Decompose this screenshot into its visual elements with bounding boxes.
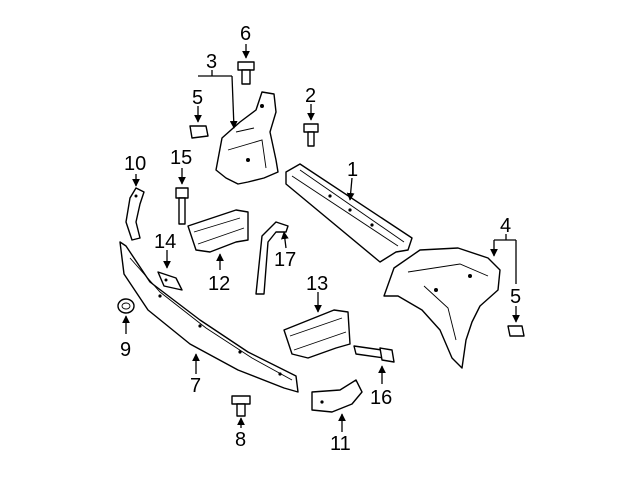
part-3-left-bracket — [215, 91, 279, 185]
part-7-reinforcement-bar — [119, 241, 299, 393]
part-10-small-bracket — [125, 187, 145, 241]
callout-11: 11 — [330, 433, 351, 455]
callout-4: 4 — [500, 215, 511, 237]
part-5-clip-left — [189, 125, 209, 139]
part-4-right-bracket — [383, 247, 501, 369]
callout-12: 12 — [208, 273, 230, 295]
part-8-bolt — [231, 395, 251, 417]
part-1-cross-member — [285, 163, 413, 263]
callout-labels: 1 2 3 4 5 5 6 7 8 9 10 11 12 13 14 15 16… — [120, 23, 521, 455]
callout-6: 6 — [240, 23, 251, 45]
callout-17: 17 — [274, 249, 296, 271]
part-16-bolt — [353, 345, 395, 363]
callout-15: 15 — [170, 147, 192, 169]
callout-9: 9 — [120, 339, 131, 361]
callout-3: 3 — [206, 51, 217, 73]
part-9-grommet — [117, 298, 135, 314]
callout-10: 10 — [124, 153, 146, 175]
part-12-deflector — [187, 209, 249, 253]
callout-2: 2 — [305, 85, 316, 107]
callout-5-left: 5 — [192, 87, 203, 109]
callout-14: 14 — [154, 231, 176, 253]
callout-7: 7 — [190, 375, 201, 397]
part-11-lower-bracket — [311, 379, 363, 413]
part-2-bolt — [303, 123, 319, 147]
part-14-plate — [157, 271, 183, 291]
callout-16: 16 — [370, 387, 392, 409]
callout-5-right: 5 — [510, 286, 521, 308]
part-13-deflector — [283, 309, 351, 359]
callout-13: 13 — [306, 273, 328, 295]
callout-1: 1 — [347, 159, 358, 181]
part-15-bolt — [175, 187, 189, 225]
leader-lines — [122, 44, 520, 432]
part-6-bolt — [237, 61, 255, 85]
callout-8: 8 — [235, 429, 246, 451]
part-5-clip-right — [507, 325, 525, 337]
